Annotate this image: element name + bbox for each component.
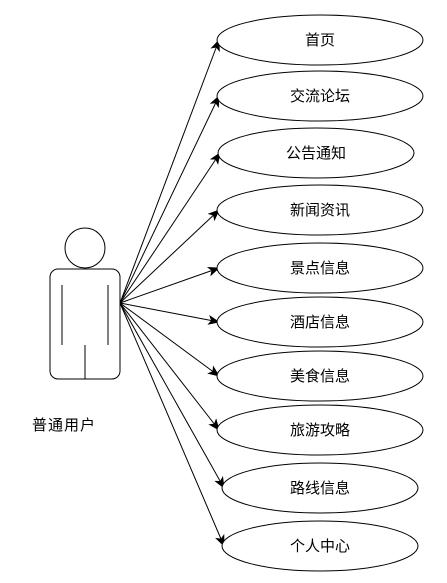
use-case-label: 景点信息 (290, 259, 350, 277)
use-case: 路线信息 (221, 462, 419, 514)
association-arrows (119, 39, 225, 547)
association-arrow (119, 302, 220, 325)
use-case: 公告通知 (217, 127, 415, 179)
association-arrow (119, 266, 220, 304)
association-arrow (119, 39, 220, 304)
use-case-ellipse (217, 127, 415, 179)
use-case-label: 交流论坛 (290, 87, 350, 105)
use-case: 酒店信息 (216, 296, 424, 348)
use-case-ellipse (221, 520, 419, 572)
use-case: 个人中心 (221, 520, 419, 572)
association-arrow (119, 209, 220, 304)
use-case: 美食信息 (216, 350, 424, 402)
use-case-label: 酒店信息 (290, 313, 350, 331)
use-case-label: 新闻资讯 (290, 201, 350, 219)
use-case-ellipse (216, 296, 424, 348)
use-case: 旅游攻略 (216, 404, 424, 456)
use-case-label: 美食信息 (290, 367, 350, 385)
actor-label: 普通用户 (32, 416, 97, 434)
use-case-label: 旅游攻略 (290, 421, 350, 439)
use-case: 新闻资讯 (216, 184, 424, 236)
use-case-label: 路线信息 (290, 479, 350, 497)
use-case-label: 首页 (305, 31, 335, 49)
association-arrow (119, 152, 221, 304)
association-arrow (119, 302, 220, 377)
association-arrow (119, 302, 225, 547)
use-case: 首页 (216, 14, 424, 66)
use-case: 景点信息 (216, 242, 424, 294)
actor-head (64, 227, 106, 269)
use-case-ellipse (216, 14, 424, 66)
use-case-label: 个人中心 (290, 537, 350, 555)
use-case-ellipse (216, 70, 424, 122)
use-case-ellipse (221, 462, 419, 514)
use-case-ellipse (216, 184, 424, 236)
association-arrow (119, 302, 220, 431)
use-case-ellipse (216, 404, 424, 456)
association-arrow (119, 95, 220, 304)
use-case-ellipse (216, 242, 424, 294)
use-case: 交流论坛 (216, 70, 424, 122)
actor-figure (49, 227, 121, 380)
use-case-ellipse (216, 350, 424, 402)
use-case-label: 公告通知 (286, 144, 346, 162)
association-arrow (119, 302, 225, 489)
